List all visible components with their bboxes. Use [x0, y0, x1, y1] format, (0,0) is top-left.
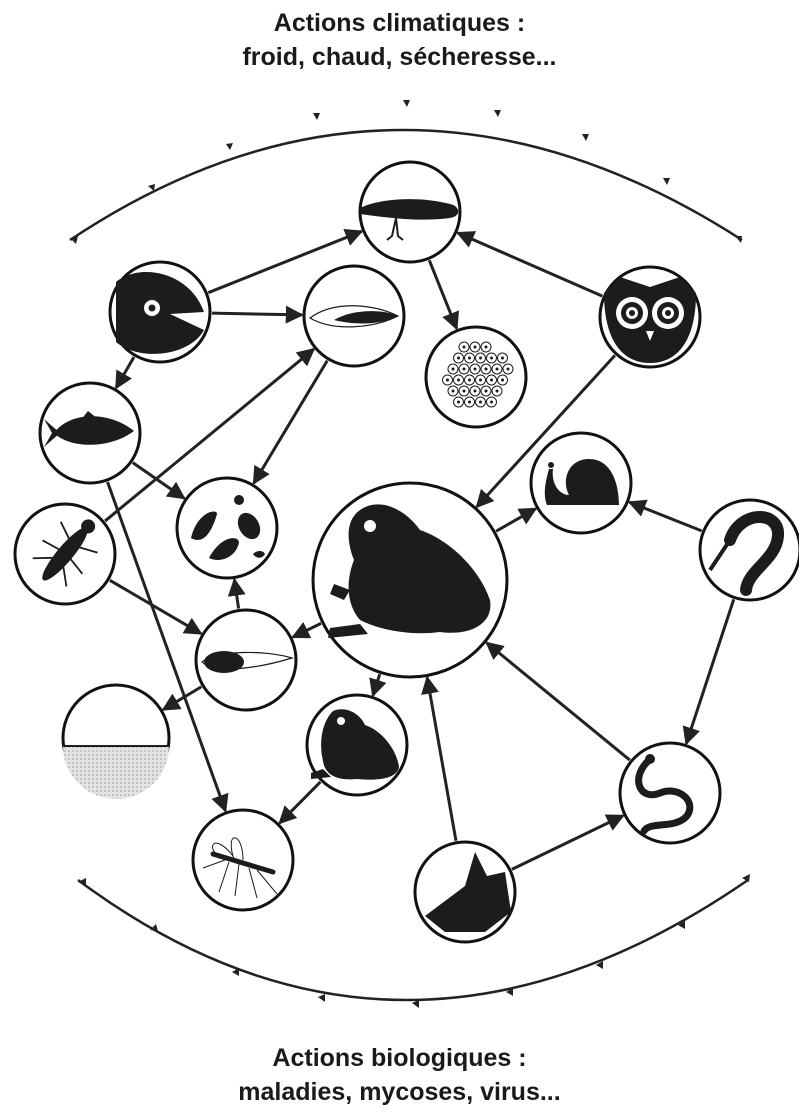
arrow-larva-insect-to-tadpole	[109, 578, 203, 636]
node-newt-larva	[302, 264, 406, 368]
egg-dot	[468, 400, 471, 404]
climatic-boundary-arc	[69, 100, 743, 244]
arrow-heron-to-snake	[682, 598, 736, 746]
arrow-fish-head-to-fish	[114, 356, 136, 390]
node-fish	[38, 381, 142, 485]
egg-dot	[446, 378, 449, 382]
egg-dot	[484, 389, 488, 393]
arrow-fish-head-to-newt-top	[207, 228, 364, 295]
food-web-arrows	[104, 228, 736, 871]
node-mosquito	[191, 808, 295, 912]
caption-climatic: Actions climatiques : froid, chaud, séch…	[0, 6, 799, 74]
node-fox	[413, 840, 517, 944]
arrow-larva-insect-to-larva-newt	[104, 347, 316, 523]
caption-biological-title: Actions biologiques :	[272, 1044, 527, 1072]
caption-climatic-title: Actions climatiques :	[273, 9, 526, 37]
egg-dot	[479, 356, 482, 360]
eggs-icon	[442, 341, 514, 408]
newt-larva-icon	[308, 305, 400, 328]
node-tadpole	[194, 608, 298, 712]
egg-dot	[490, 356, 493, 360]
tadpole-icon	[201, 651, 295, 673]
node-toad-main	[311, 481, 509, 679]
egg-dot	[484, 367, 488, 371]
invertebrates-icon	[191, 495, 265, 561]
arrow-fox-to-snake	[511, 814, 625, 871]
egg-dot	[468, 356, 471, 360]
fish-head-icon	[116, 272, 204, 354]
egg-dot	[451, 367, 455, 371]
arrow-snake-to-toad-main	[485, 641, 631, 762]
node-snake	[618, 741, 722, 845]
caption-biological-examples: maladies, mycoses, virus...	[238, 1078, 561, 1106]
caption-climatic-examples: froid, chaud, sécheresse...	[242, 43, 557, 71]
arrow-tadpole-to-invertebrates	[227, 577, 246, 609]
snake-icon	[635, 754, 694, 835]
fish-icon	[44, 411, 134, 447]
egg-dot	[490, 400, 493, 404]
heron-icon	[708, 511, 784, 596]
egg-dot	[490, 378, 493, 382]
caption-biological: Actions biologiques : maladies, mycoses,…	[0, 1041, 799, 1109]
arrow-owl-to-newt-top	[455, 231, 603, 298]
arrow-toad-main-to-toad-small	[369, 673, 387, 698]
egg-dot	[462, 345, 466, 349]
arrow-toad-main-to-tadpole	[291, 622, 322, 639]
egg-dot	[473, 389, 477, 393]
egg-dot	[457, 378, 460, 382]
egg-dot	[468, 378, 471, 382]
node-toad-small	[305, 693, 409, 797]
arrow-fish-to-mosquito	[106, 481, 229, 813]
arrow-larva-newt-to-invertebrates	[252, 359, 329, 485]
egg-dot	[473, 345, 477, 349]
node-eggs	[424, 325, 528, 429]
arrow-heron-to-snail	[627, 499, 703, 533]
biological-boundary-arc	[77, 874, 750, 1008]
dragonfly-larva-icon	[32, 519, 98, 587]
egg-dot	[506, 367, 510, 371]
arrow-fox-to-toad-main	[421, 675, 458, 842]
newt-icon	[360, 199, 459, 241]
node-newt	[358, 160, 462, 264]
fox-icon	[425, 852, 511, 932]
egg-dot	[462, 389, 466, 393]
arrow-owl-to-toad-main	[475, 354, 617, 509]
egg-dot	[479, 400, 482, 404]
egg-dot	[462, 367, 466, 371]
snail-icon	[544, 459, 619, 505]
owl-icon	[604, 277, 696, 363]
water-icon	[63, 745, 169, 799]
node-heron	[698, 498, 799, 602]
mosquito-icon	[202, 837, 278, 899]
egg-dot	[457, 400, 460, 404]
node-water	[61, 683, 171, 799]
arrow-tadpole-to-water	[161, 685, 203, 711]
arrow-toad-small-to-mosquito	[278, 780, 322, 825]
egg-dot	[484, 345, 488, 349]
egg-dot	[457, 356, 460, 360]
egg-dot	[495, 389, 499, 393]
egg-dot	[473, 367, 477, 371]
egg-dot	[501, 356, 504, 360]
egg-dot	[479, 378, 482, 382]
node-fish-predator	[108, 260, 212, 364]
arrow-fish-to-invertebrates	[131, 461, 186, 500]
egg-dot	[451, 389, 455, 393]
egg-dot	[495, 367, 499, 371]
node-invertebrates	[175, 476, 279, 580]
arrow-toad-main-to-snail	[495, 507, 538, 533]
node-snail	[529, 431, 633, 535]
small-toad-icon	[311, 709, 399, 780]
node-dragonfly-larva	[13, 502, 117, 606]
toad-icon	[328, 504, 491, 638]
arrow-fish-head-to-larva-newt	[211, 305, 304, 324]
food-web-nodes	[13, 160, 799, 944]
egg-dot	[501, 378, 504, 382]
arrow-newt-top-to-eggs	[427, 259, 460, 331]
node-owl	[598, 265, 702, 369]
